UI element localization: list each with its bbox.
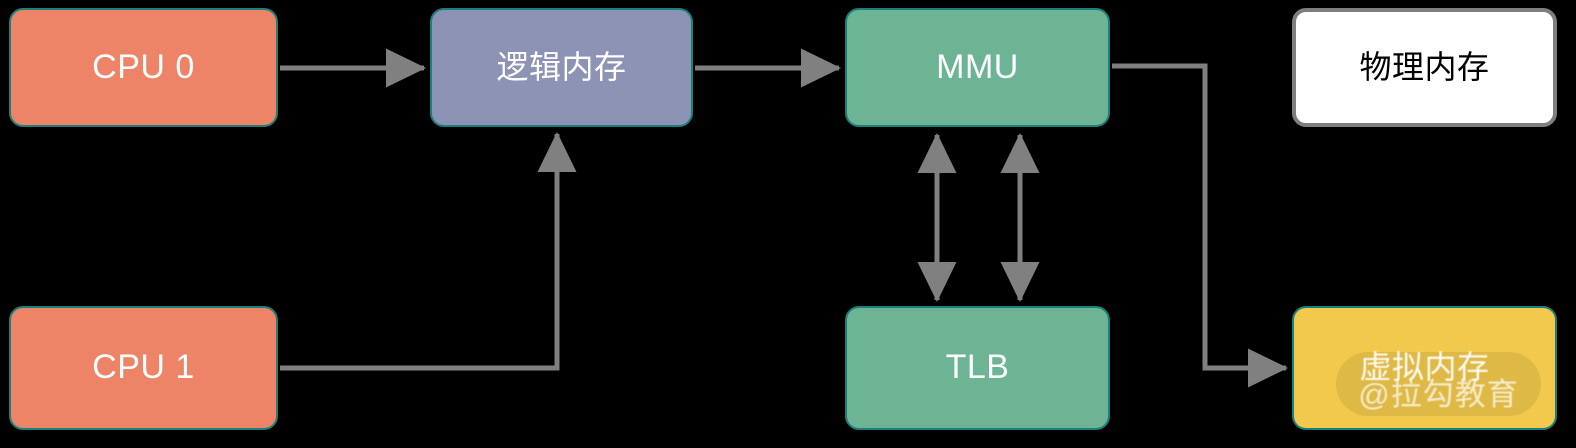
node-cpu0-label: CPU 0 [92, 47, 195, 86]
edge-mmu-to-virtual [1112, 63, 1289, 388]
node-tlb[interactable]: TLB [845, 306, 1110, 430]
node-mmu[interactable]: MMU [845, 8, 1110, 127]
node-virtual-memory[interactable]: 虚拟内存 [1292, 306, 1557, 430]
node-logical-memory[interactable]: 逻辑内存 [430, 8, 693, 127]
edge-cpu1-to-logical [280, 131, 577, 371]
node-cpu0[interactable]: CPU 0 [9, 8, 278, 127]
node-virtual-memory-label: 虚拟内存 [1359, 349, 1490, 386]
node-physical-memory[interactable]: 物理内存 [1292, 8, 1557, 127]
node-tlb-label: TLB [945, 348, 1010, 387]
node-cpu1[interactable]: CPU 1 [9, 306, 278, 430]
node-mmu-label: MMU [936, 47, 1019, 86]
node-physical-memory-label: 物理内存 [1359, 48, 1490, 85]
node-logical-memory-label: 逻辑内存 [496, 48, 627, 85]
node-cpu1-label: CPU 1 [92, 348, 195, 387]
